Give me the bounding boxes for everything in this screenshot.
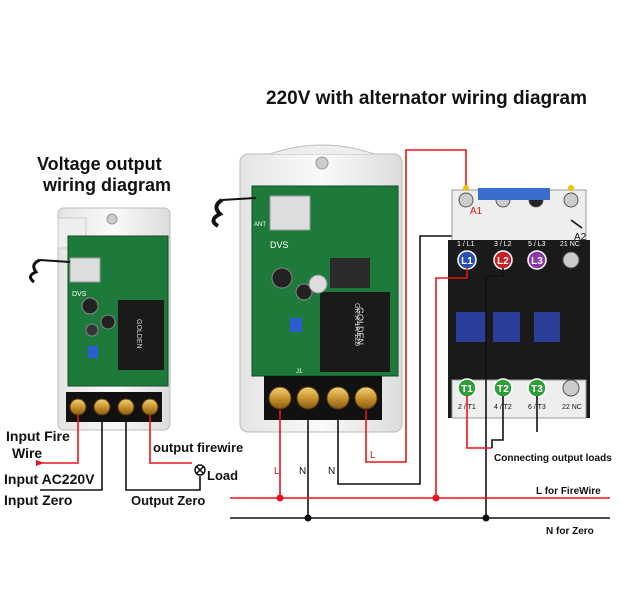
middle-ant-label: ANT: [254, 222, 266, 228]
nc-screw-bottom: [562, 379, 580, 397]
l3-badge: L3: [527, 250, 547, 270]
l1-badge: L1: [457, 250, 477, 270]
input-ac-label: Input AC220V: [4, 471, 95, 487]
middle-l-label-2: L: [370, 450, 376, 461]
svg-text:L3: L3: [531, 256, 543, 267]
l2-badge: L2: [493, 250, 513, 270]
t3-badge: T3: [527, 378, 547, 398]
n-zero-label: N for Zero: [546, 526, 594, 537]
left-title-line1: Voltage output: [37, 154, 162, 174]
main-title: 220V with alternator wiring diagram: [266, 88, 587, 109]
middle-relay-model: GK-A-1A-12D: [353, 303, 360, 346]
middle-relay-label: GOLDEN: [355, 307, 365, 345]
output-loads-label: Connecting output loads: [494, 453, 612, 464]
middle-dvs-label: DVS: [270, 240, 289, 250]
middle-wiring: [279, 149, 467, 518]
input-zero-label: Input Zero: [4, 492, 72, 508]
a2-label: A2: [574, 232, 587, 243]
middle-terminal-screws: [268, 386, 378, 410]
top-term-1: 1 / L1: [457, 241, 475, 248]
svg-text:L1: L1: [461, 256, 473, 267]
load-label: Load: [207, 468, 238, 483]
wire-label: Wire: [12, 445, 42, 461]
left-dvs-label: DVS: [72, 291, 87, 298]
ac-contactor: [448, 185, 590, 419]
left-wiring: [36, 415, 201, 491]
svg-text:T2: T2: [497, 384, 509, 395]
middle-n-label-1: N: [299, 466, 306, 477]
left-relay-label: GOLDEN: [135, 319, 142, 349]
load-symbol: [194, 464, 206, 476]
l-firewire-label: L for FireWire: [536, 486, 601, 497]
top-term-2: 3 / L2: [494, 241, 512, 248]
bottom-term-4: 22 NC: [562, 404, 582, 411]
t2-badge: T2: [493, 378, 513, 398]
middle-n-label-2: N: [328, 466, 335, 477]
output-firewire-label: output firewire: [153, 440, 243, 455]
contactor-wiring: [435, 219, 583, 518]
left-receiver-module: DVS GOLDEN: [29, 207, 171, 431]
bus-lines: [230, 497, 610, 519]
top-term-3: 5 / L3: [528, 241, 546, 248]
t1-badge: T1: [457, 378, 477, 398]
middle-l-label-1: L: [274, 466, 280, 477]
svg-text:L2: L2: [497, 256, 509, 267]
output-zero-label: Output Zero: [131, 493, 205, 508]
junction-dots: [276, 494, 490, 522]
middle-receiver-module: DVS ANT GOLDEN GK-A-1A-12D J1: [211, 144, 403, 433]
svg-text:T1: T1: [461, 384, 473, 395]
j1-label: J1: [296, 369, 303, 375]
a1-label: A1: [470, 206, 483, 217]
left-title-line2: wiring diagram: [42, 175, 171, 195]
nc-screw-top: [562, 251, 580, 269]
input-fire-label: Input Fire: [6, 428, 70, 444]
svg-text:T3: T3: [531, 384, 543, 395]
top-term-4: 21 NC: [560, 241, 580, 248]
